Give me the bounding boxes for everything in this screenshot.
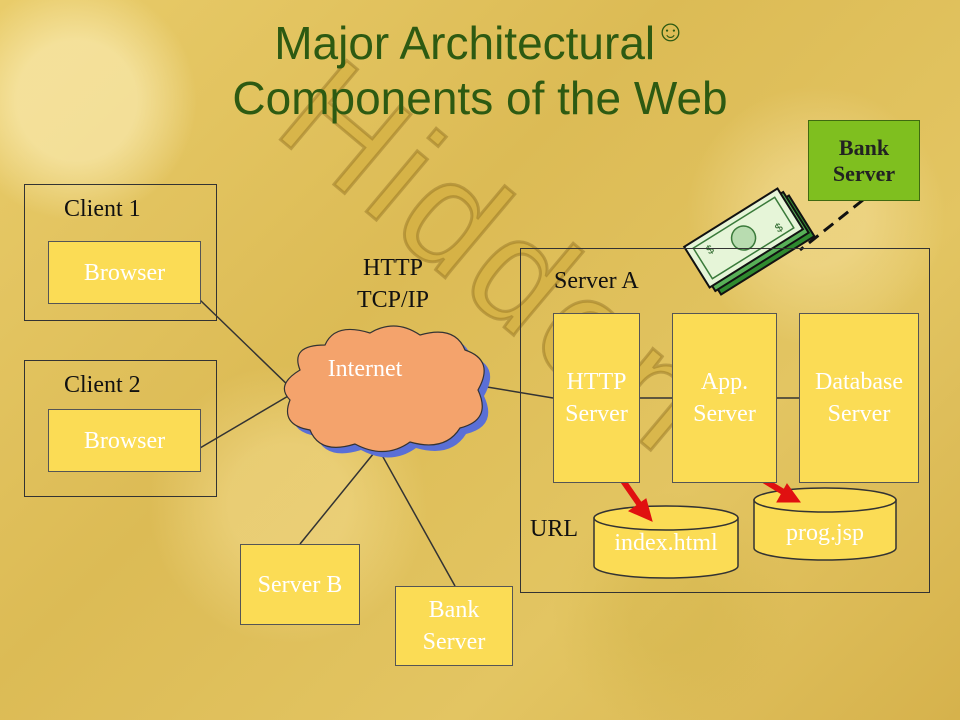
bank-server-top-line-2: Server — [832, 160, 896, 186]
http-server-line-1: HTTP — [566, 369, 627, 395]
client1-link — [199, 299, 296, 393]
bank-dashed-link — [799, 198, 864, 252]
client-1-frame — [24, 184, 217, 321]
protocol-label: HTTP TCP/IP — [330, 252, 456, 316]
title-line-2: Components of the Web — [232, 72, 728, 124]
client-2-browser: Browser — [48, 409, 201, 472]
internet-label: Internet — [327, 356, 403, 382]
prog-jsp-label: prog.jsp — [786, 520, 864, 546]
database-server-line-1: Database — [815, 369, 903, 395]
money-icon: $ $ — [682, 187, 816, 296]
index-html-label: index.html — [614, 530, 718, 556]
http-server-line-2: Server — [565, 401, 628, 427]
title-line-1: Major Architectural☺ — [0, 4, 960, 71]
client-1-label: Client 1 — [64, 196, 141, 222]
app-server-line-2: Server — [693, 401, 756, 427]
http-server-box: HTTP Server — [553, 313, 640, 483]
bank-server-top-line-1: Bank — [838, 134, 890, 160]
server-a-label: Server A — [554, 268, 639, 294]
title-text-1: Major Architectural — [274, 17, 656, 69]
client-2-frame — [24, 360, 217, 497]
protocol-line-2: TCP/IP — [356, 287, 430, 313]
client-1-browser: Browser — [48, 241, 201, 304]
server-a-frame — [520, 248, 930, 593]
index-html-cylinder — [593, 505, 739, 579]
database-server-line-2: Server — [827, 401, 891, 427]
internet-cloud — [283, 325, 485, 453]
internet-to-bank-link — [377, 447, 456, 587]
app-server-box: App. Server — [672, 313, 777, 483]
server-b-box: Server B — [240, 544, 360, 625]
client-2-label: Client 2 — [64, 372, 141, 398]
internet-to-server-b-link — [299, 447, 379, 545]
app-server-line-1: App. — [700, 369, 749, 395]
protocol-line-1: HTTP — [363, 255, 423, 281]
url-label: URL — [530, 516, 578, 542]
bank-server-bottom-line-1: Bank — [428, 597, 480, 623]
smiley-icon: ☺ — [655, 15, 686, 48]
bank-server-bottom-line-2: Server — [422, 629, 486, 655]
client2-link — [199, 391, 296, 449]
